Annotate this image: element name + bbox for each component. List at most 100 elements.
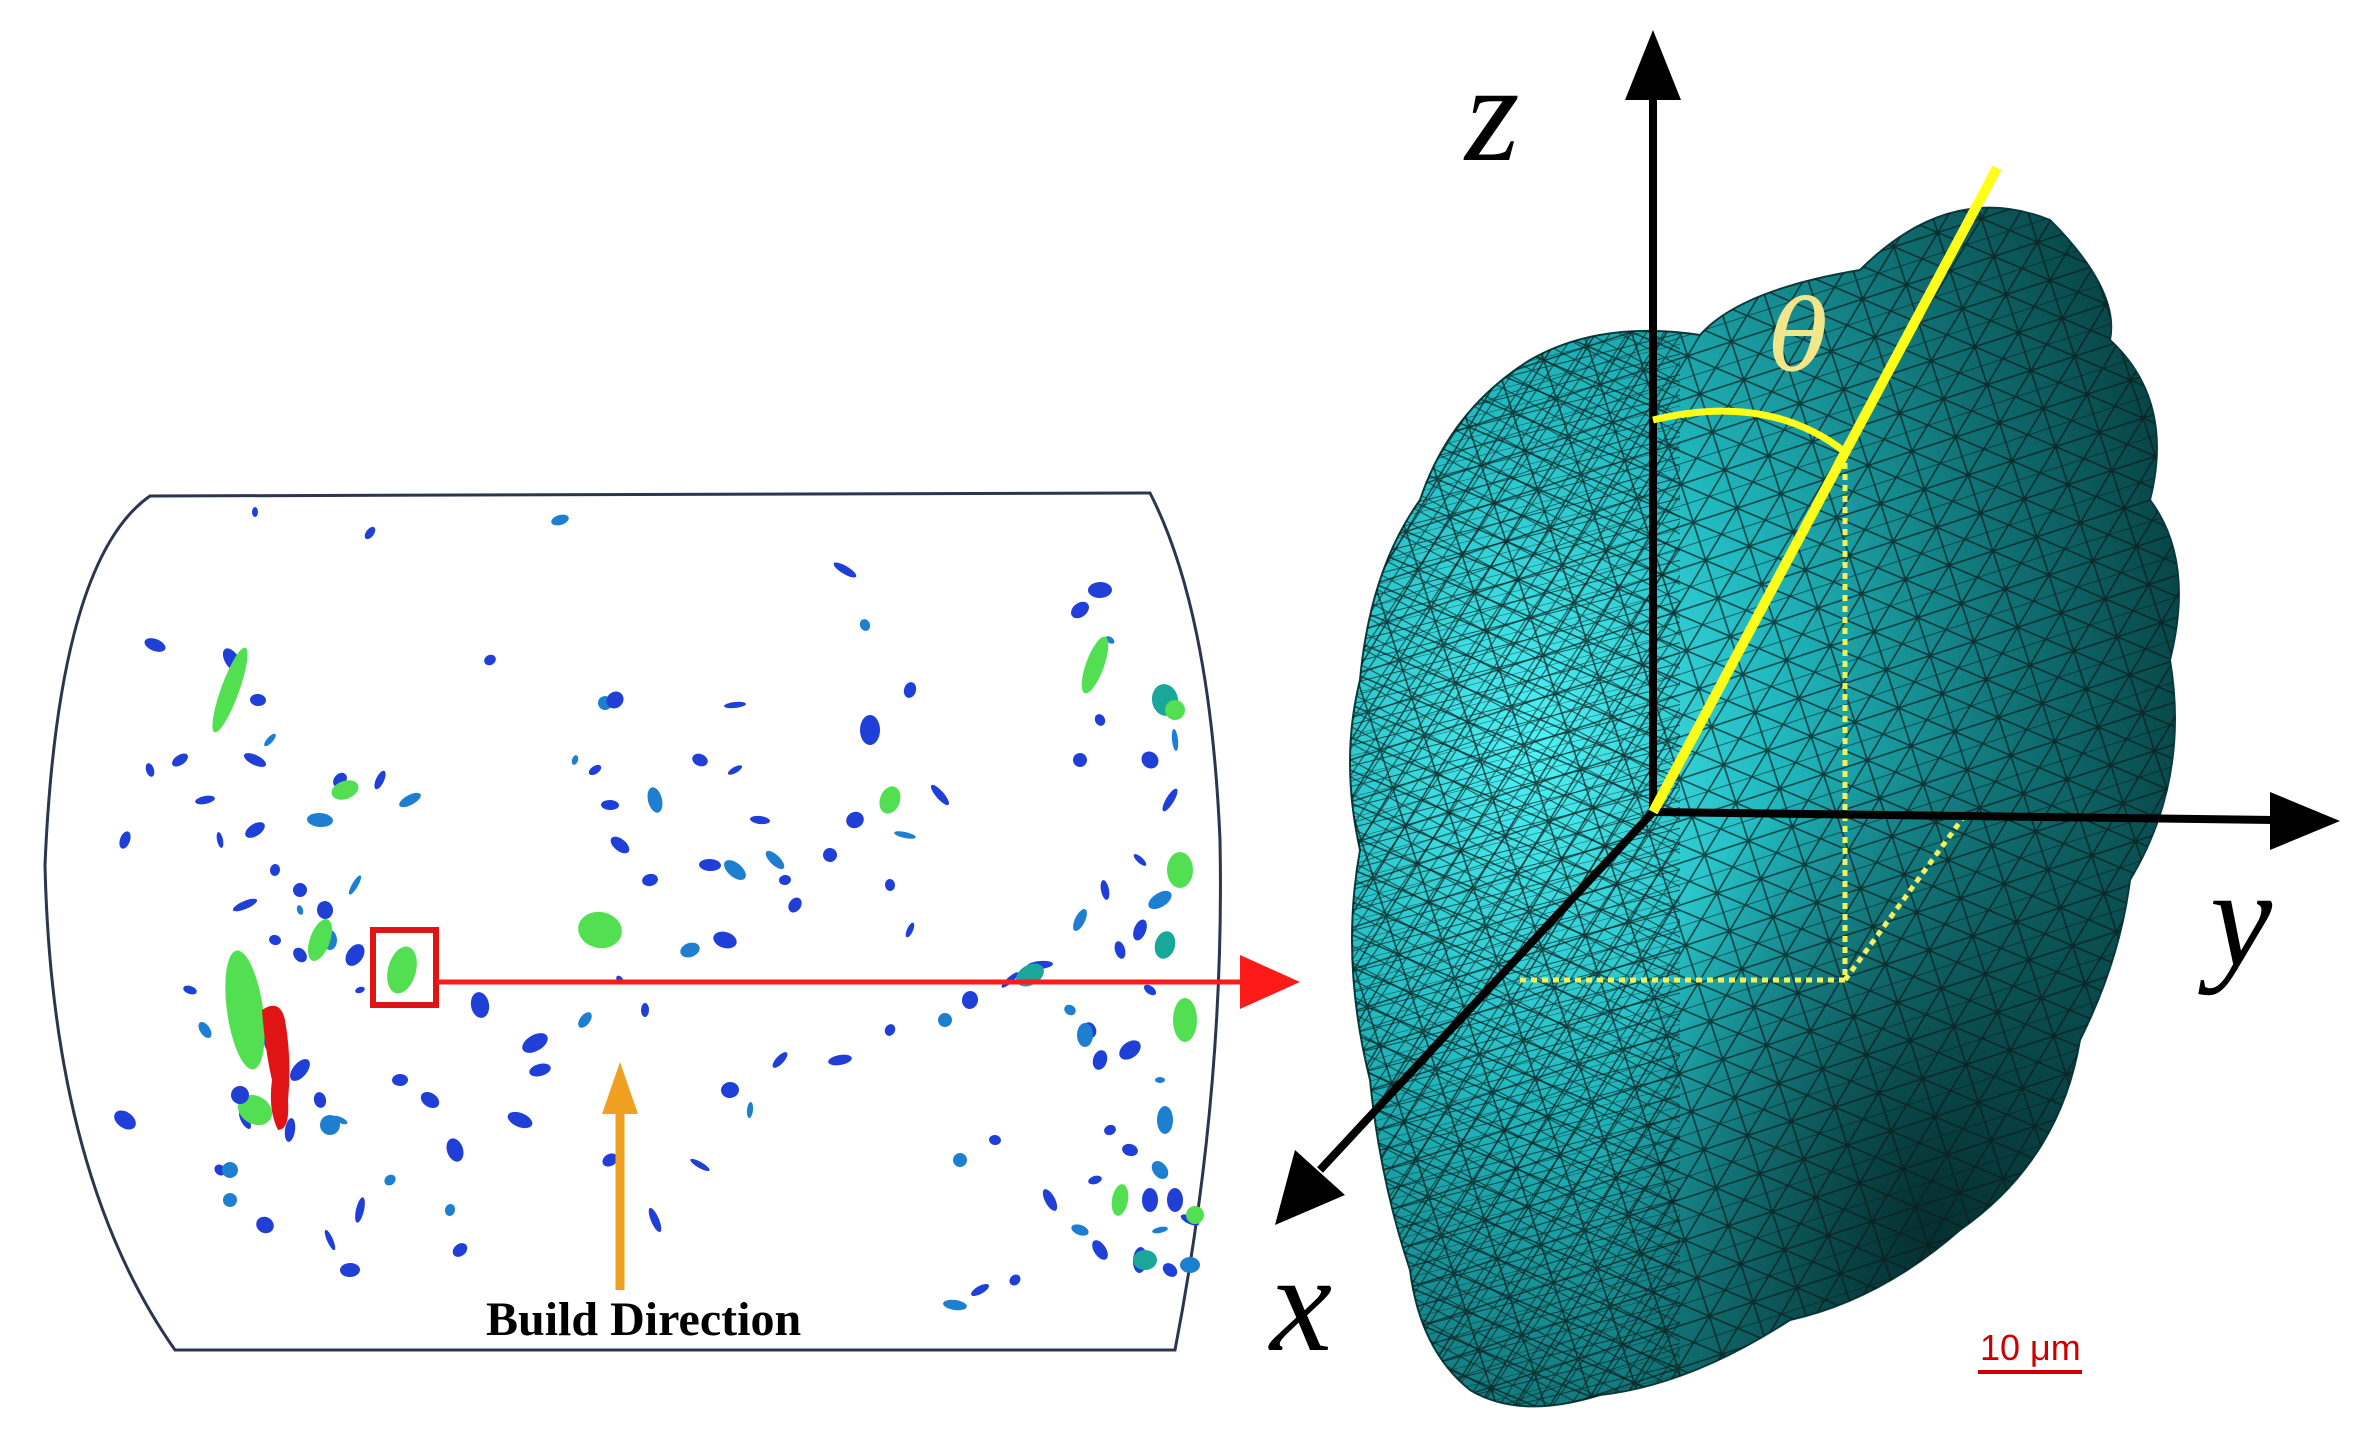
pore	[232, 898, 258, 912]
pore	[1092, 1240, 1108, 1260]
pore	[879, 786, 901, 814]
selected-pore	[387, 946, 417, 994]
pore	[1088, 1175, 1102, 1185]
pore	[640, 1003, 650, 1017]
pore	[237, 1094, 273, 1126]
pore	[1119, 1040, 1141, 1060]
pore	[846, 811, 864, 829]
pore	[943, 1299, 967, 1311]
pore	[588, 764, 602, 776]
pore	[331, 780, 359, 800]
pore	[198, 1022, 212, 1038]
pore	[648, 1207, 662, 1233]
pore	[212, 647, 248, 733]
pore	[529, 1063, 551, 1077]
pore	[1042, 1189, 1058, 1211]
pore	[610, 836, 630, 854]
pore	[296, 905, 304, 915]
pore	[903, 682, 917, 698]
pore	[507, 1111, 533, 1129]
pore	[884, 879, 896, 891]
pore	[114, 1110, 136, 1130]
x-axis	[1317, 809, 1656, 1173]
pore	[1165, 700, 1185, 720]
pore	[961, 991, 979, 1009]
pore	[724, 860, 746, 880]
pore	[746, 1102, 754, 1118]
pore	[1094, 714, 1106, 726]
pore	[307, 919, 333, 961]
pore	[1081, 636, 1109, 694]
pore	[905, 922, 915, 938]
pore	[765, 850, 785, 870]
pore	[721, 1081, 739, 1099]
pore	[724, 701, 746, 709]
pore	[680, 942, 700, 958]
pore	[470, 992, 490, 1018]
pore	[1142, 1188, 1158, 1212]
pore	[971, 1284, 989, 1296]
pore	[601, 799, 619, 811]
pore	[713, 931, 737, 949]
pore	[1143, 984, 1157, 996]
pore	[727, 765, 743, 775]
pore	[602, 1153, 618, 1167]
pore	[1151, 1161, 1169, 1179]
pore	[340, 1262, 360, 1278]
pore	[779, 874, 791, 886]
build-direction-label: Build Direction	[486, 1293, 801, 1346]
y-axis	[1652, 808, 2276, 824]
pore	[647, 787, 663, 813]
pore	[284, 1118, 296, 1142]
pore	[216, 832, 224, 848]
pore	[1167, 852, 1193, 888]
pore	[269, 934, 281, 946]
pore	[231, 1086, 249, 1104]
pore	[320, 1115, 340, 1135]
pore	[1114, 941, 1126, 959]
pore	[860, 715, 880, 745]
pore	[1071, 1224, 1089, 1236]
pore	[823, 848, 837, 862]
pore	[222, 1162, 238, 1178]
pore	[1148, 890, 1172, 910]
pore	[953, 1153, 967, 1167]
pore	[324, 1229, 336, 1251]
pore	[690, 1158, 710, 1172]
pore	[938, 1013, 952, 1027]
pore	[1152, 1226, 1168, 1234]
pore	[1141, 751, 1159, 769]
pore	[292, 883, 307, 897]
pore	[384, 1174, 396, 1186]
pore	[522, 1033, 548, 1053]
pore	[307, 812, 333, 828]
z-axis-head	[1625, 30, 1681, 100]
pore	[444, 1204, 456, 1216]
pore	[250, 693, 266, 707]
pore	[484, 654, 496, 666]
pore	[446, 1138, 464, 1162]
pore	[1073, 753, 1087, 767]
pore-cloud	[114, 507, 1204, 1311]
theta-arc	[1652, 407, 1848, 455]
pore	[578, 911, 622, 949]
pore	[750, 815, 770, 825]
pore	[1133, 1250, 1157, 1270]
pore	[788, 897, 802, 913]
theta-label: θ	[1770, 281, 1828, 393]
pore	[1154, 931, 1176, 959]
pore	[225, 950, 265, 1070]
build-direction-arrow-head	[602, 1062, 638, 1114]
pore	[243, 753, 267, 767]
pore	[1088, 581, 1112, 599]
pore	[1092, 1050, 1108, 1070]
y-axis-head	[2270, 792, 2340, 850]
pore	[859, 619, 871, 631]
pore	[245, 822, 265, 838]
pore	[989, 1134, 1001, 1146]
pore	[1173, 998, 1197, 1042]
pore	[1133, 854, 1147, 866]
pore	[399, 792, 421, 808]
pore	[1162, 788, 1178, 812]
